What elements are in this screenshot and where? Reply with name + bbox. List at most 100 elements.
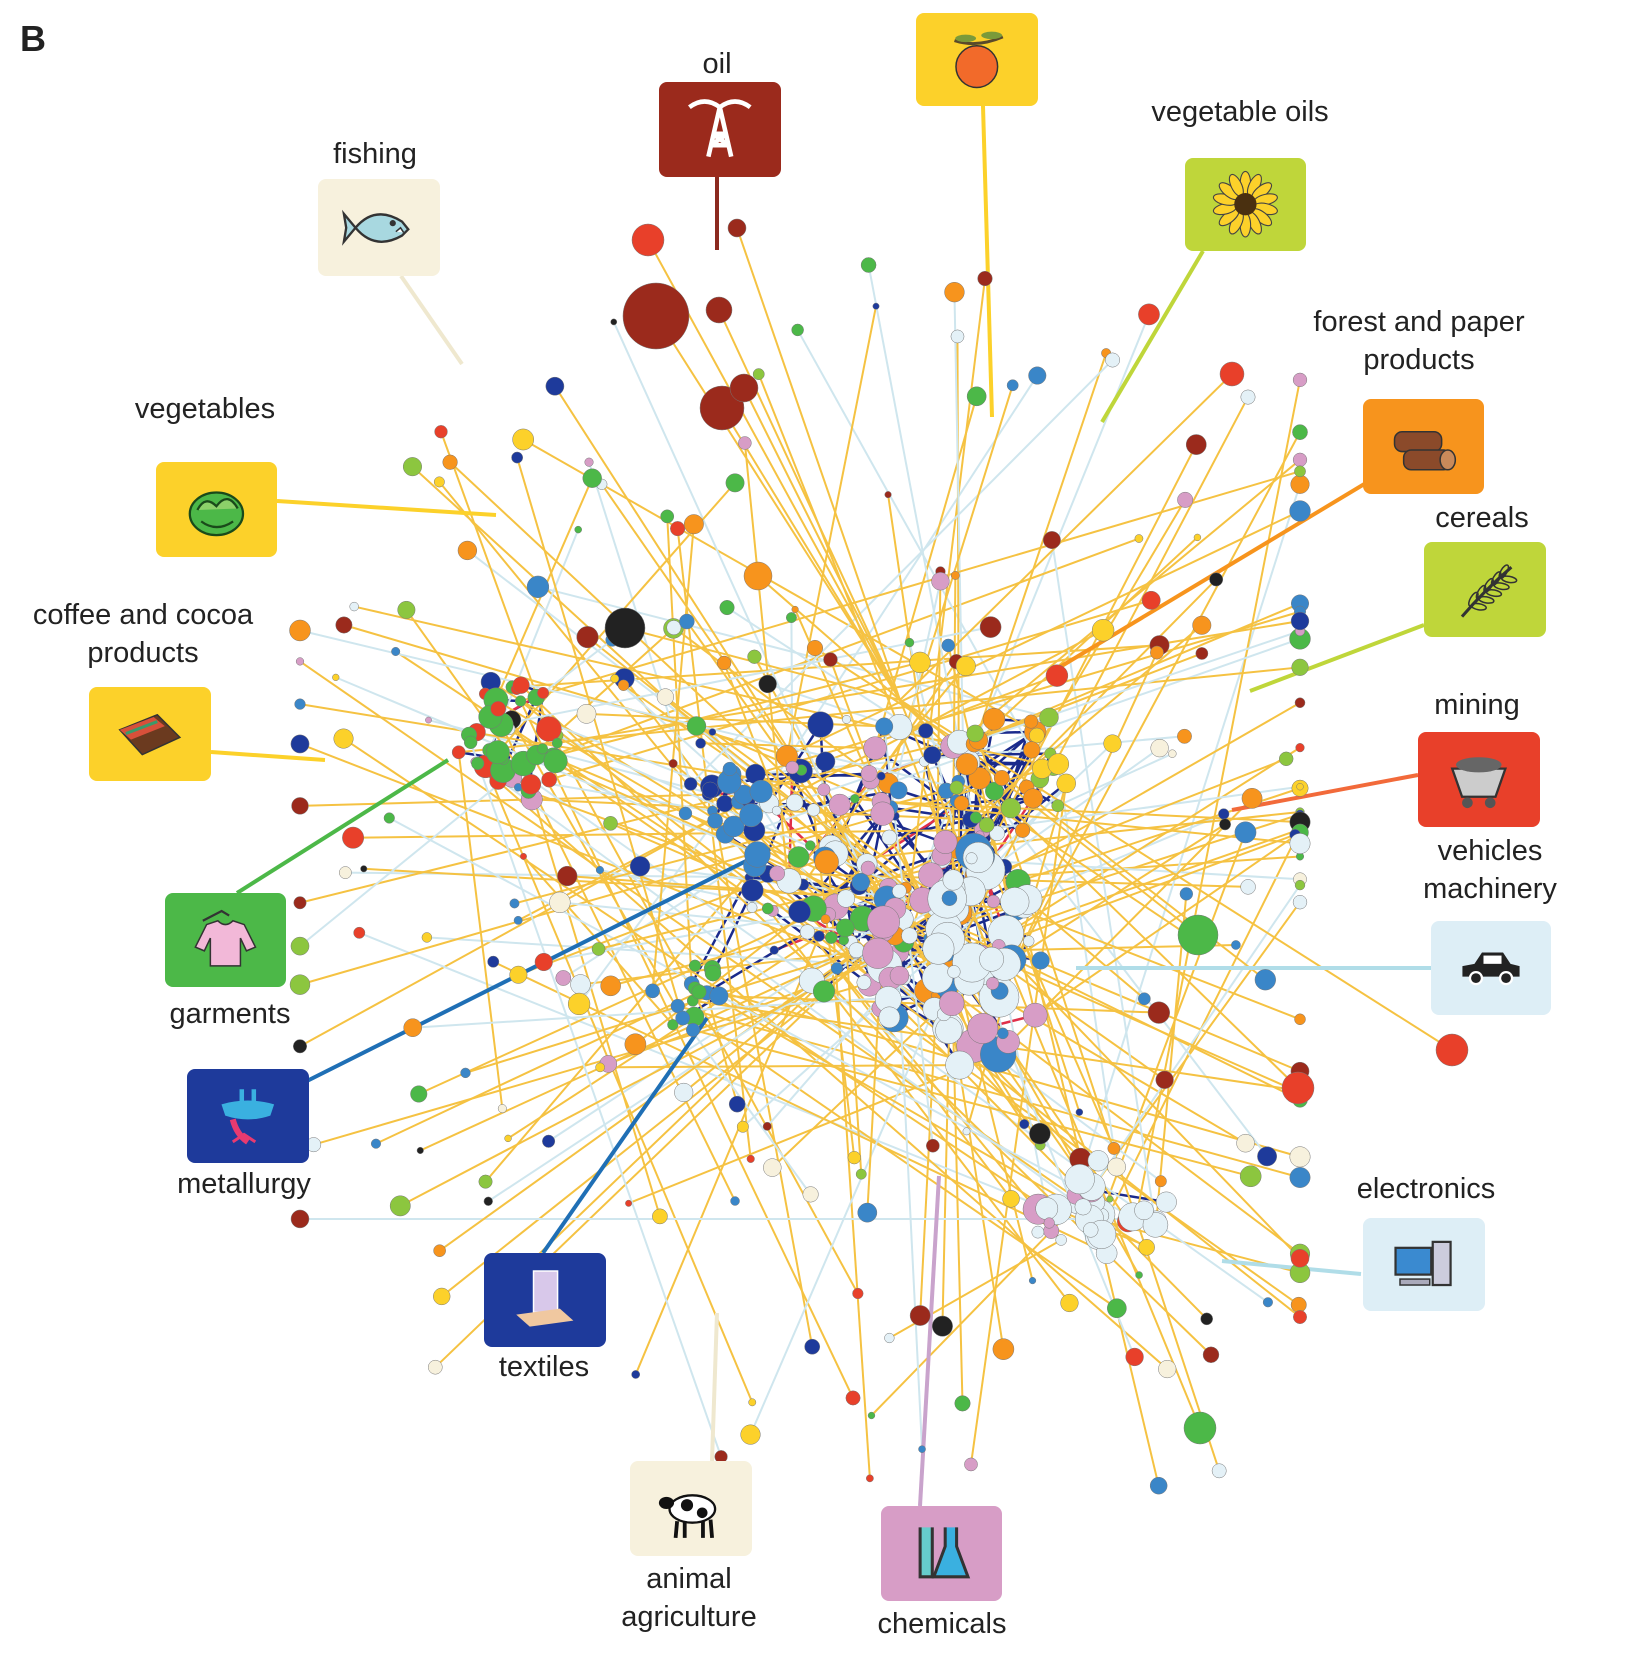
product-node [758,674,777,694]
product-node [979,946,1004,972]
product-node [1029,1122,1051,1145]
product-node [872,302,880,310]
leader-line-vegetable_oils [1100,249,1205,424]
product-node [1295,743,1305,753]
network-edge [692,1028,1251,1178]
sunflower-icon [1212,171,1279,238]
network-edge [299,743,905,980]
category-icon-box-cereals [1424,542,1546,637]
network-edge [767,873,1208,1320]
product-node [1240,389,1256,405]
product-node [397,600,416,619]
product-node [962,1127,971,1136]
product-node [629,856,651,877]
category-label-vegetable_oils: vegetable oils [1151,96,1329,128]
category-label-chemicals: chemicals [877,1608,1007,1640]
product-node [1154,1175,1167,1188]
product-node [989,825,1005,842]
product-node [725,473,745,493]
lettuce-icon [188,490,245,536]
category-label-line: products [1363,344,1475,376]
network-edge [440,431,550,730]
product-node [761,902,774,915]
product-node [1292,452,1308,467]
crucible-icon [221,1089,275,1145]
product-node [555,970,572,986]
product-node [851,872,870,892]
product-node [543,749,568,774]
product-node [1290,611,1310,631]
product-node [884,1332,895,1344]
product-node [738,436,752,450]
product-node [1022,1002,1048,1028]
product-node [1134,534,1144,543]
product-node [451,745,466,760]
network-edge [458,666,1301,754]
product-node [678,806,693,821]
product-node [1043,1217,1055,1229]
product-node [1289,833,1311,854]
network-edge [507,935,820,1140]
product-node [551,737,563,749]
product-node [763,1158,782,1177]
product-node [863,736,887,760]
product-node [857,1202,878,1223]
network-edge [666,516,693,984]
leader-line-mining [1231,773,1419,812]
product-node [1193,533,1202,542]
product-node [705,296,733,324]
product-node [785,612,797,624]
product-node [622,282,690,350]
product-node [1055,1234,1067,1246]
product-node [806,639,824,657]
product-node [922,932,955,965]
network-edge [598,855,982,950]
network-edge [520,470,1301,702]
product-node [1024,714,1039,729]
product-node [610,674,620,683]
product-node [1043,531,1061,549]
product-node [1254,969,1276,991]
product-node [719,600,735,616]
category-icon-box-electronics [1363,1218,1485,1311]
product-node [342,826,365,849]
cow-icon [659,1493,717,1538]
product-node [955,753,979,776]
network-edge [1090,884,1301,1191]
network-edge [353,605,1054,768]
category-label-garments: garments [169,998,291,1030]
product-node [964,1457,978,1472]
category-label-line: coffee and cocoa [32,599,254,631]
product-node [815,751,836,772]
product-node [683,777,698,791]
product-node [788,900,811,924]
product-node [935,1016,963,1044]
product-node [749,779,773,803]
product-node [807,803,821,817]
product-node [513,915,523,925]
network-edge [899,699,1453,1051]
sweater-icon [194,910,257,968]
product-node [370,1138,381,1149]
network-edge [299,629,957,789]
network-edge [439,918,903,1252]
product-node [743,561,773,591]
network-edge [676,528,709,795]
network-edge [854,797,1301,845]
product-node [904,637,915,648]
product-node [428,1359,443,1375]
network-edge [612,321,901,954]
product-node [708,728,717,736]
product-node [624,1033,647,1056]
product-node [728,1095,746,1113]
product-node [967,1013,999,1044]
product-node [769,945,779,955]
product-node [421,932,433,943]
product-node [403,1018,423,1037]
category-label-cereals: cereals [1435,502,1529,534]
product-node [1211,1463,1227,1479]
product-node [289,974,311,995]
product-node [290,1209,310,1229]
category-icon-box-textiles [484,1253,606,1347]
